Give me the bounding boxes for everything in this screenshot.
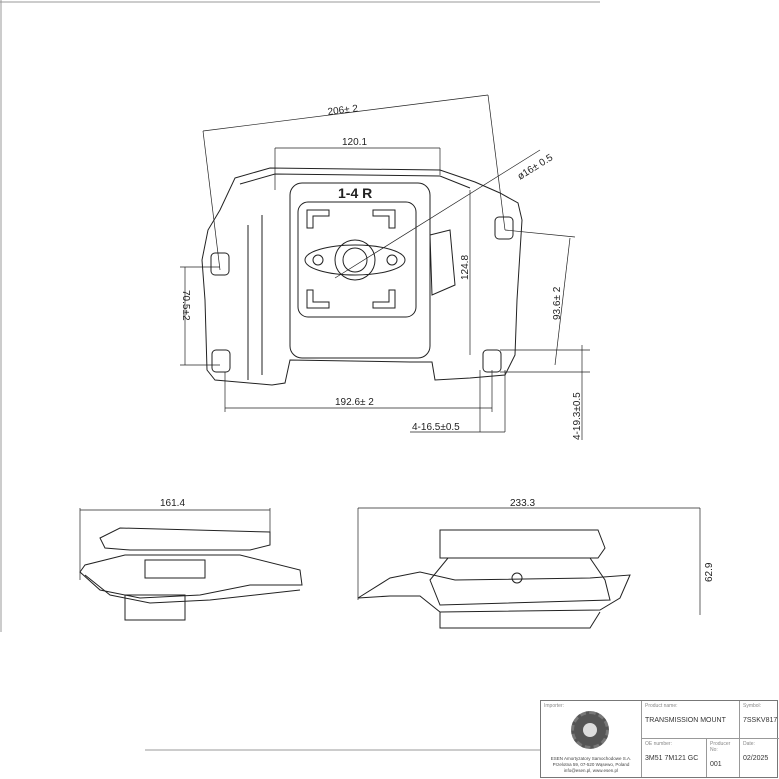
dim-hole-width: 4-16.5±0.5 bbox=[412, 422, 460, 433]
importer-line: info@esen.pl, www.esen.pl bbox=[563, 768, 619, 773]
oe-number: 3M51 7M121 GC bbox=[645, 755, 699, 762]
product-cell: Product name: TRANSMISSION MOUNT bbox=[641, 701, 739, 739]
title-block: Importer: ESEN Amortyzatory Samochodowe … bbox=[540, 700, 779, 778]
side-view bbox=[79, 508, 303, 621]
date-value: 02/2025 bbox=[743, 755, 769, 762]
dim-bottom-span: 192.6± 2 bbox=[335, 397, 374, 408]
importer-address: ESEN Amortyzatory Samochodowe S.A. Przel… bbox=[543, 756, 639, 774]
importer-line: ESEN Amortyzatory Samochodowe S.A. bbox=[550, 756, 632, 761]
dim-left-vertical: 70.5±2 bbox=[180, 290, 191, 321]
dim-overall: 206± 2 bbox=[327, 103, 359, 118]
oe-label: OE number: bbox=[645, 741, 672, 747]
dim-front-width: 233.3 bbox=[510, 498, 535, 509]
symbol-value: 7SSKV817 bbox=[743, 717, 778, 724]
product-label: Product name: bbox=[645, 703, 678, 709]
oe-cell: OE number: 3M51 7M121 GC bbox=[641, 739, 706, 777]
symbol-label: Symbol: bbox=[743, 703, 762, 709]
dimension-lines bbox=[180, 94, 590, 440]
company-logo bbox=[571, 711, 609, 749]
symbol-cell: Symbol: 7SSKV817 bbox=[739, 701, 779, 739]
top-view bbox=[201, 167, 523, 386]
producer-cell: Producer No: 001 bbox=[706, 739, 739, 777]
producer-no: 001 bbox=[710, 761, 722, 768]
dim-side-width: 161.4 bbox=[160, 498, 185, 509]
dim-bore: ø16± 0.5 bbox=[516, 152, 556, 182]
date-label: Date: bbox=[743, 741, 755, 747]
product-name: TRANSMISSION MOUNT bbox=[645, 717, 726, 724]
importer-label: Importer: bbox=[544, 703, 565, 709]
importer-line: Przelotna 59, 07-520 Wąsewo, Poland bbox=[552, 762, 630, 767]
dim-hole-height: 4-19.3±0.5 bbox=[572, 392, 583, 440]
producer-label: Producer No: bbox=[710, 741, 731, 753]
dim-top-width: 120.1 bbox=[342, 137, 367, 148]
importer-cell: Importer: ESEN Amortyzatory Samochodowe … bbox=[541, 701, 641, 777]
front-view bbox=[357, 507, 701, 629]
dim-height-mid: 124.8 bbox=[460, 255, 471, 280]
part-marking: 1-4 R bbox=[338, 185, 372, 201]
dim-right-vertical: 93.6± 2 bbox=[552, 286, 563, 320]
date-cell: Date: 02/2025 bbox=[739, 739, 779, 777]
dim-front-height: 62.9 bbox=[704, 562, 715, 582]
